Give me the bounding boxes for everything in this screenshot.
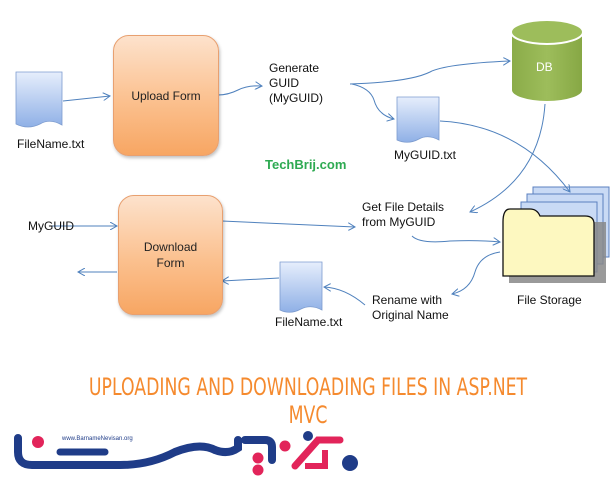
arrow-upload-to-guid <box>217 86 262 96</box>
arrow-rename-to-file <box>324 287 366 306</box>
arrow-guid-to-db <box>349 61 510 85</box>
label-generate-guid: Generate GUID (MyGUID) <box>269 61 323 105</box>
logo-url-text: www.BarnameNevisan.org <box>61 436 133 442</box>
arrow-file-to-upload <box>62 96 110 102</box>
label-myguid-input: MyGUID <box>28 219 74 233</box>
label-file-storage: File Storage <box>517 293 582 307</box>
label-rename: Rename with Original Name <box>372 293 449 322</box>
arrow-db-to-details <box>470 103 546 212</box>
download-form-label-line2: Form <box>156 256 185 270</box>
file-storage-icon <box>502 186 610 283</box>
database-icon <box>510 19 584 103</box>
document-icon-myguid <box>396 96 440 143</box>
arrow-download-to-details <box>221 220 355 227</box>
document-icon-filename-top <box>15 71 63 128</box>
watermark-techbrij: TechBrij.com <box>265 157 347 172</box>
arrow-myguid-to-storage <box>439 120 570 192</box>
label-get-file-details: Get File Details from MyGUID <box>362 200 445 229</box>
arrow-details-to-storage <box>411 235 500 242</box>
barnamenevisan-logo: www.BarnameNevisan.org <box>14 431 358 476</box>
arrow-storage-to-rename <box>452 251 501 294</box>
arrow-file-to-download <box>222 278 280 281</box>
upload-form-label: Upload Form <box>131 88 201 103</box>
label-myguid-txt: MyGUID.txt <box>394 148 456 162</box>
upload-form-box: Upload Form <box>113 35 219 156</box>
document-icon-filename-bottom <box>279 261 323 313</box>
flow-arrows <box>50 61 570 306</box>
label-filename-bottom: FileName.txt <box>275 315 343 329</box>
download-form-label-line1: Download <box>143 240 198 254</box>
banner-title: UPLOADING AND DOWNLOADING FILES IN ASP.N… <box>88 373 528 429</box>
download-form-box: Download Form <box>118 195 223 315</box>
arrow-guid-to-myguid <box>351 83 394 119</box>
db-label: DB <box>536 60 553 74</box>
label-filename-top: FileName.txt <box>17 137 85 151</box>
